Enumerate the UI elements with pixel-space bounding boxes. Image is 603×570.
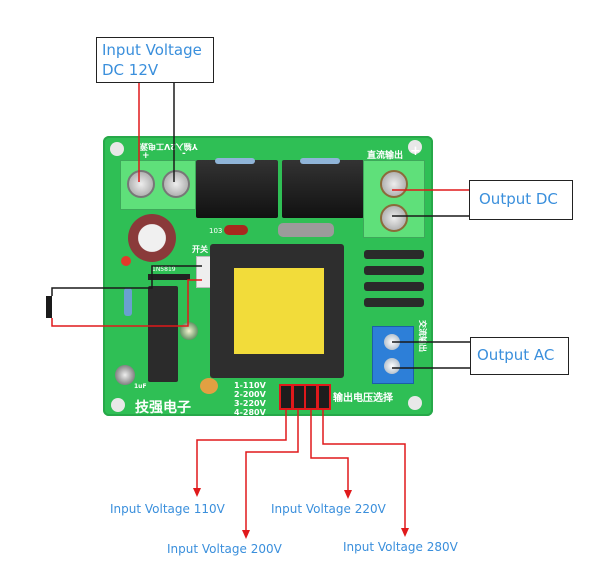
jumper-220v[interactable] <box>304 384 318 410</box>
input-minus-silk: - <box>182 149 186 159</box>
arrow-110v <box>196 408 287 490</box>
callout-output-dc: Output DC <box>469 180 573 220</box>
wire-switch-red <box>51 279 202 327</box>
heatsink-left <box>196 160 278 218</box>
resistor-small <box>215 158 255 164</box>
jumper-110v[interactable] <box>279 384 293 410</box>
heatsink-right <box>282 160 364 218</box>
resistor-small <box>300 158 340 164</box>
selector-option-3: 3-220V <box>234 399 266 408</box>
wire-switch-black <box>51 265 202 296</box>
power-resistor <box>278 223 334 237</box>
arrow-200v <box>245 408 299 532</box>
callout-input-dc: Input Voltage DC 12V <box>96 37 214 83</box>
callout-output-ac: Output AC <box>470 337 569 375</box>
rectifier-diode <box>364 250 424 259</box>
label-input-220v: Input Voltage 220V <box>271 502 386 516</box>
selector-option-4: 4-280V <box>234 408 266 417</box>
selector-option-1: 1-110V <box>234 381 266 390</box>
screw-terminal-minus <box>162 170 190 198</box>
cap-1uf-label: 1uF <box>134 383 147 390</box>
dc-output-silk: 直流输出 <box>367 151 404 161</box>
callout-input-dc-line2: DC 12V <box>102 61 159 79</box>
callout-input-dc-line1: Input Voltage <box>102 41 202 59</box>
screw-terminal-plus <box>127 170 155 198</box>
switch-silk: 开关 <box>192 245 208 254</box>
transformer-winding <box>234 268 324 354</box>
ceramic-capacitor-104 <box>200 378 218 394</box>
jumper-280v[interactable] <box>317 384 331 410</box>
ic-chip <box>148 286 178 382</box>
electrolytic-capacitor <box>128 214 176 262</box>
arrowhead-200v <box>242 530 250 539</box>
rectifier-diode <box>364 266 424 275</box>
rectifier-diode <box>364 298 424 307</box>
switch-symbol <box>46 296 52 318</box>
arrow-280v <box>322 408 406 530</box>
label-input-200v: Input Voltage 200V <box>167 542 282 556</box>
rectifier-diode <box>364 282 424 291</box>
voltage-select-silk: 输出电压选择 <box>333 393 393 404</box>
cap-103-label: 103 <box>209 227 223 235</box>
screw-terminal-ac-2 <box>384 358 400 374</box>
diode-1n5819 <box>148 274 190 280</box>
label-input-110v: Input Voltage 110V <box>110 502 225 516</box>
small-capacitor <box>115 365 135 385</box>
screw-terminal-dc-minus <box>380 204 408 232</box>
selector-option-2: 2-200V <box>234 390 266 399</box>
resistor-blue <box>124 288 132 316</box>
dc-output-plus-silk: + <box>410 144 421 159</box>
mounting-hole <box>408 140 422 154</box>
brand-silk: 技强电子 <box>135 400 191 416</box>
jumper-200v[interactable] <box>292 384 306 410</box>
mounting-hole <box>110 142 124 156</box>
arrowhead-220v <box>344 490 352 499</box>
label-input-280v: Input Voltage 280V <box>343 540 458 554</box>
ceramic-capacitor <box>224 225 248 235</box>
mounting-hole <box>111 398 125 412</box>
arrow-220v <box>310 408 349 492</box>
led-red <box>121 256 131 266</box>
input-plus-silk: + <box>142 151 150 161</box>
arrowhead-280v <box>401 528 409 537</box>
mounting-hole <box>408 396 422 410</box>
arrowhead-110v <box>193 488 201 497</box>
ac-output-terminal-block <box>372 326 414 384</box>
screw-terminal-dc-plus <box>380 170 408 198</box>
diode-label: 1N5819 <box>152 266 176 273</box>
